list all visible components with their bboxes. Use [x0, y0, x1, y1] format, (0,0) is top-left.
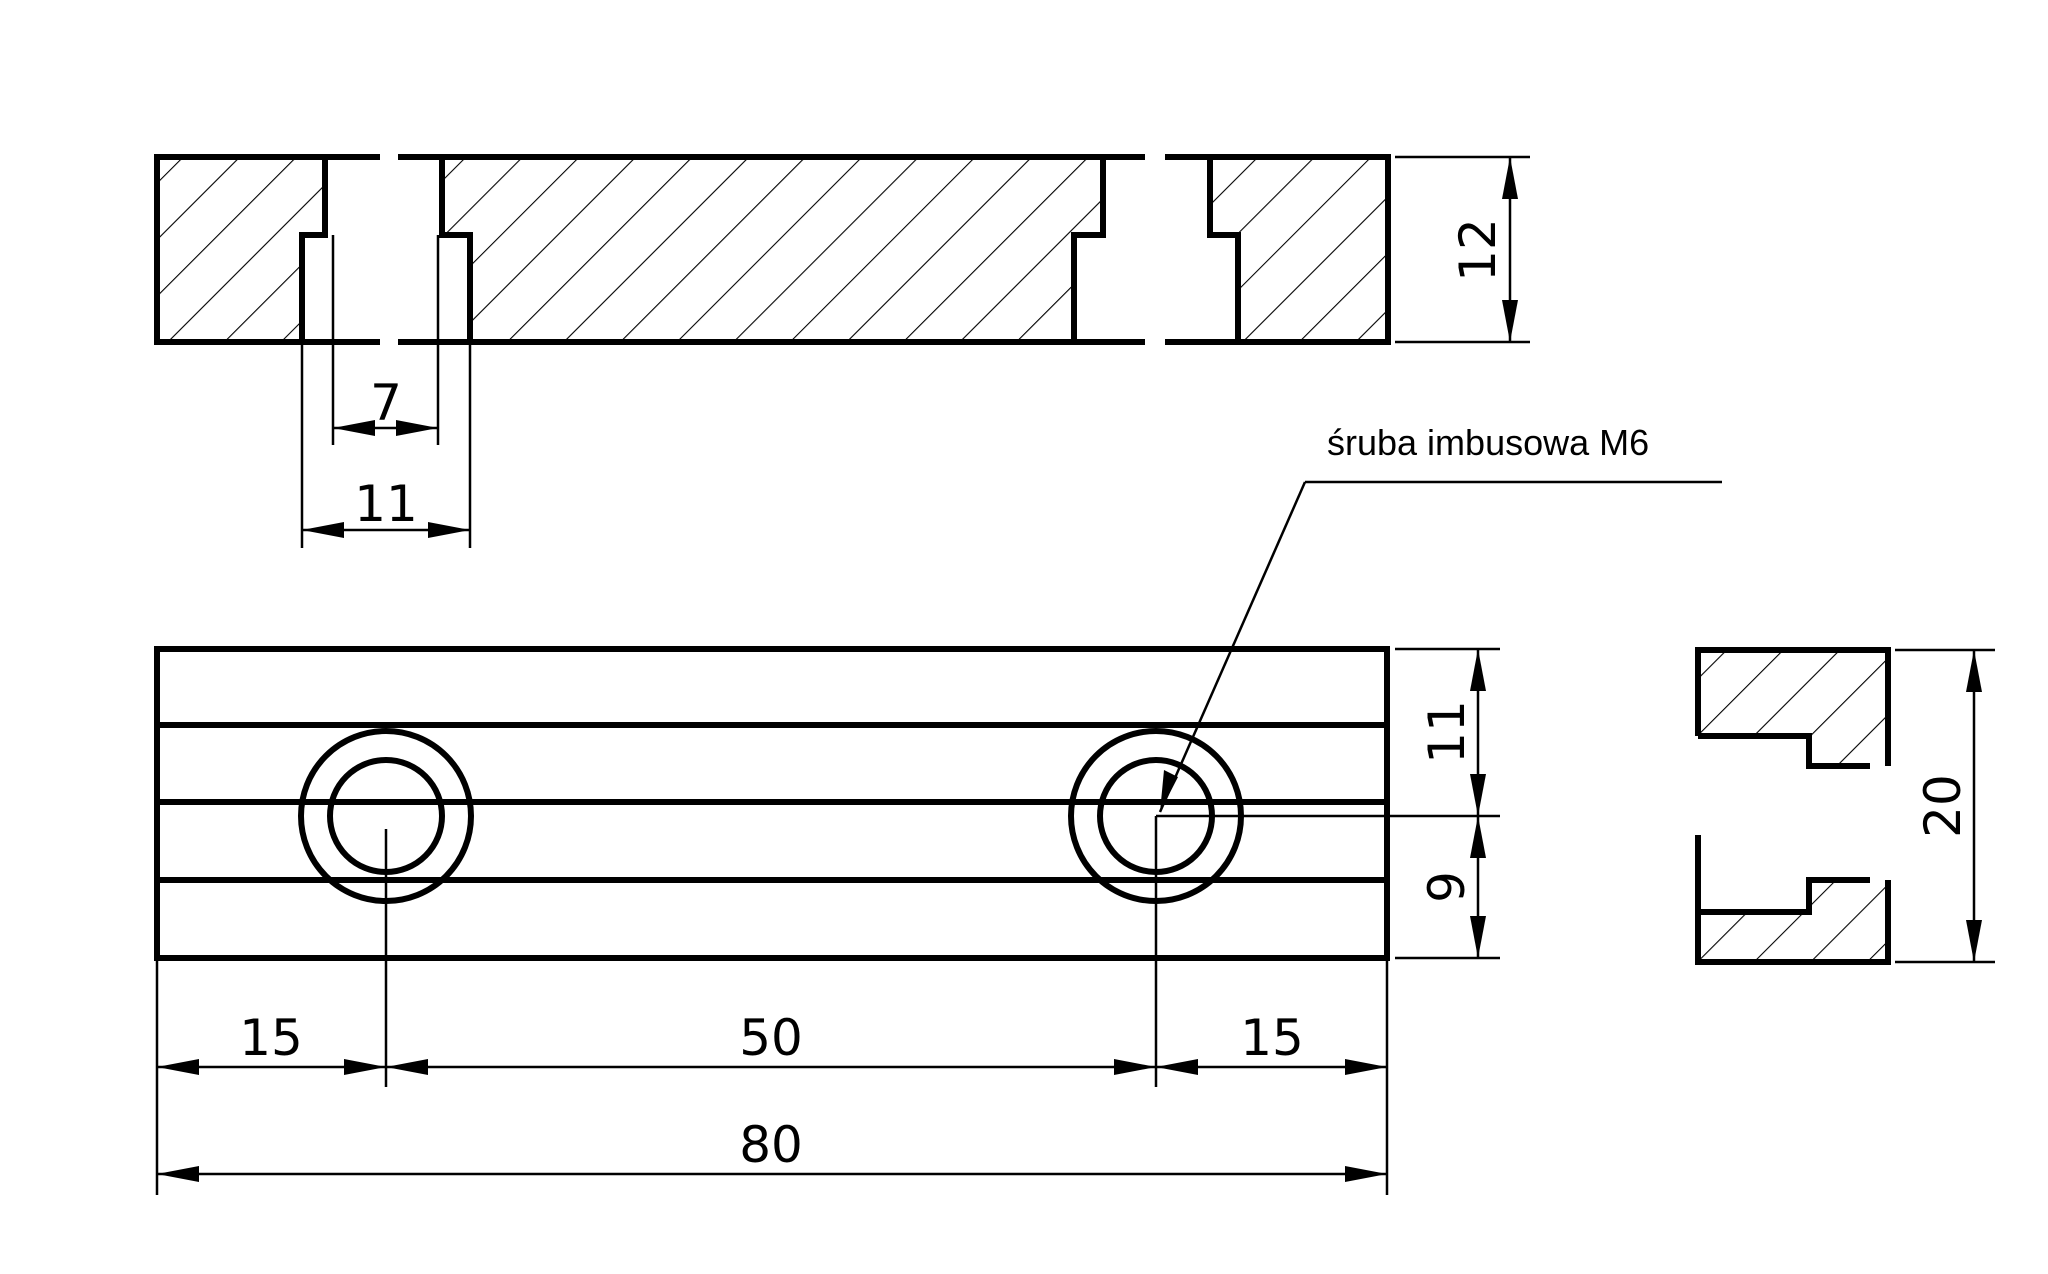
dim-label-slot-11: 11 [354, 475, 418, 533]
dim-label-front-9: 9 [1418, 871, 1476, 903]
dim-label-overall-80: 80 [739, 1116, 803, 1174]
hatch-block-right [1210, 157, 1388, 342]
side-step-upper [1698, 733, 1870, 769]
section-outline-left [154, 154, 380, 345]
section-outline-right [1165, 154, 1391, 345]
side-outline-lower [1695, 835, 1891, 965]
dim-label-right-15: 15 [1240, 1009, 1304, 1067]
top-section-view: 12 7 11 [154, 154, 1530, 548]
callout-label: śruba imbusowa M6 [1327, 422, 1649, 463]
hatch-side-upper [1698, 650, 1888, 766]
dim-label-left-15: 15 [239, 1009, 303, 1067]
side-step-lower [1698, 877, 1870, 915]
side-section-view: 20 [1695, 647, 1995, 965]
dim-label-slot-7: 7 [370, 374, 402, 432]
hatch-block-middle [442, 157, 1103, 342]
dim-label-spacing-50: 50 [739, 1009, 803, 1067]
dim-label-height-12: 12 [1449, 218, 1507, 282]
slot-step-left [299, 157, 328, 342]
hatch-block-left [157, 157, 325, 342]
side-outline-upper [1695, 647, 1891, 766]
slot-step-middle-left [439, 157, 473, 342]
front-view: 11 9 15 50 15 80 [154, 646, 1500, 1195]
slot-step-middle-right [1071, 157, 1106, 342]
dim-label-side-20: 20 [1914, 774, 1972, 838]
dim-label-front-11: 11 [1418, 700, 1476, 764]
slot-step-right [1207, 157, 1241, 342]
hatch-side-lower [1698, 880, 1888, 962]
